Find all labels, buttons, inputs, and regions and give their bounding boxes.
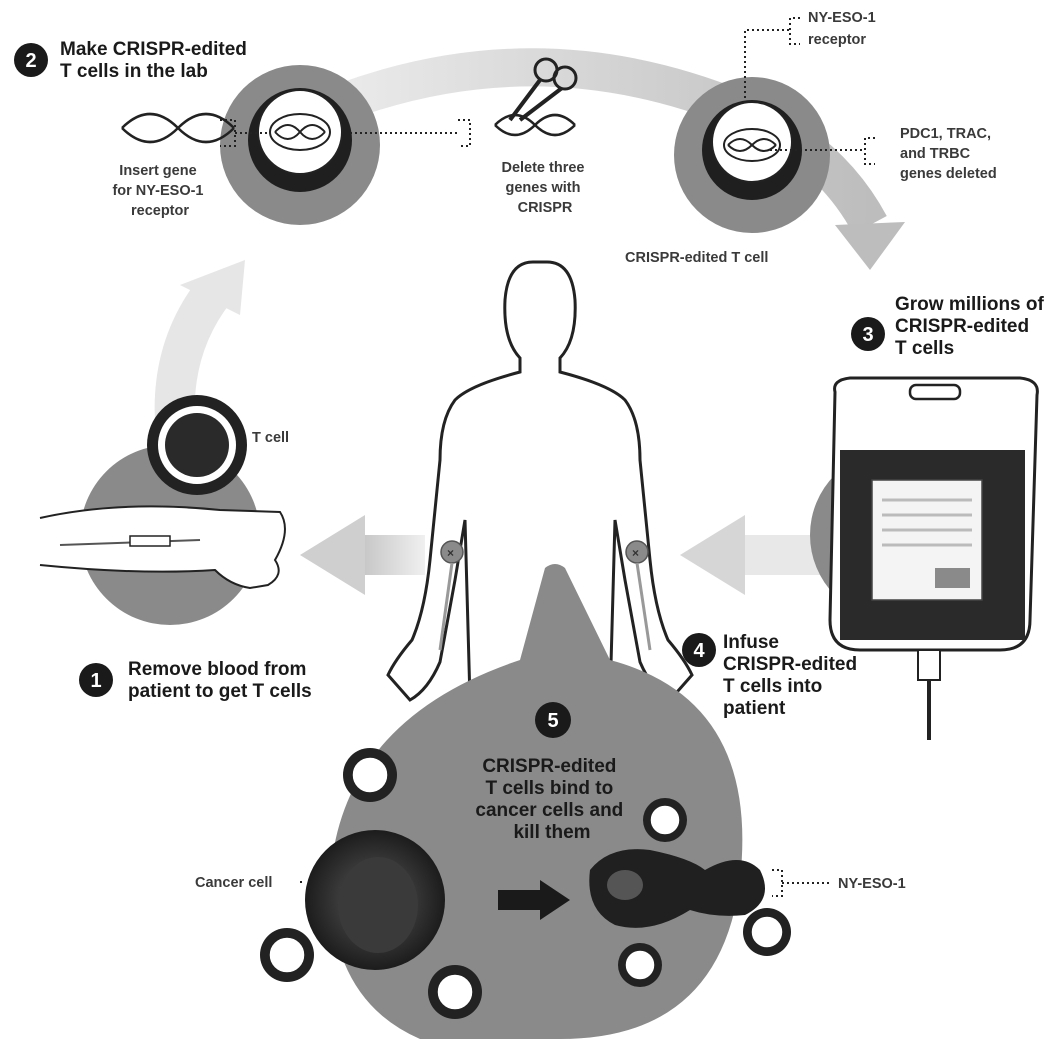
small-t-cell-4	[643, 798, 687, 842]
step-4: 4 Infuse CRISPR-edited T cells into pati…	[682, 632, 862, 719]
svg-text:3: 3	[862, 324, 873, 346]
step-1: 1 Remove blood from patient to get T cel…	[79, 659, 312, 702]
arrow-to-step1	[365, 535, 425, 575]
small-t-cell-6	[743, 908, 791, 956]
step-1-text: Remove blood from patient to get T cells	[128, 659, 312, 702]
small-t-cell-2	[260, 928, 314, 982]
arrow-to-step4-head	[680, 515, 745, 595]
dna-icon	[122, 114, 234, 142]
cancer-cell-label: Cancer cell	[195, 875, 272, 891]
delete-genes-label: Delete three genes with CRISPR	[501, 160, 588, 216]
arrow-to-step1-head	[300, 515, 365, 595]
iv-needle	[130, 536, 170, 546]
svg-text:2: 2	[25, 50, 36, 72]
step-2: 2 Make CRISPR-edited T cells in the lab	[14, 39, 252, 82]
svg-text:4: 4	[693, 640, 705, 662]
arrow-to-step4	[745, 535, 820, 575]
t-cell-icon	[147, 395, 247, 495]
step-2-text: Make CRISPR-edited T cells in the lab	[60, 39, 252, 82]
crispr-edited-t-cell-label: CRISPR-edited T cell	[625, 250, 768, 266]
edited-t-cell-illustration: NY-ESO-1 receptor PDC1, TRAC, and TRBC g…	[625, 10, 997, 266]
iv-bag-port	[918, 650, 940, 680]
svg-text:5: 5	[547, 710, 558, 732]
iv-bag-illustration	[810, 378, 1037, 740]
small-t-cell-1	[343, 748, 397, 802]
step1-illustration: T cell	[40, 395, 289, 625]
t-cell-label: T cell	[252, 430, 289, 446]
svg-text:×: ×	[632, 546, 639, 560]
step-3: 3 Grow millions of CRISPR-edited T cells	[851, 294, 1049, 359]
dna-cut-icon	[495, 115, 575, 135]
step-3-text: Grow millions of CRISPR-edited T cells	[895, 294, 1049, 359]
small-t-cell-3	[428, 965, 482, 1019]
ny-eso-1-label: NY-ESO-1	[838, 876, 906, 892]
genes-deleted-label: PDC1, TRAC, and TRBC genes deleted	[900, 126, 997, 182]
insert-gene-label: Insert gene for NY-ESO-1 receptor	[112, 163, 207, 219]
svg-text:1: 1	[90, 670, 101, 692]
svg-text:×: ×	[447, 546, 454, 560]
ny-eso-receptor-label: NY-ESO-1 receptor	[808, 10, 880, 48]
arc-arrow-top-head	[835, 222, 905, 270]
kill-arrow-shaft	[498, 890, 543, 910]
small-t-cell-5	[618, 943, 662, 987]
